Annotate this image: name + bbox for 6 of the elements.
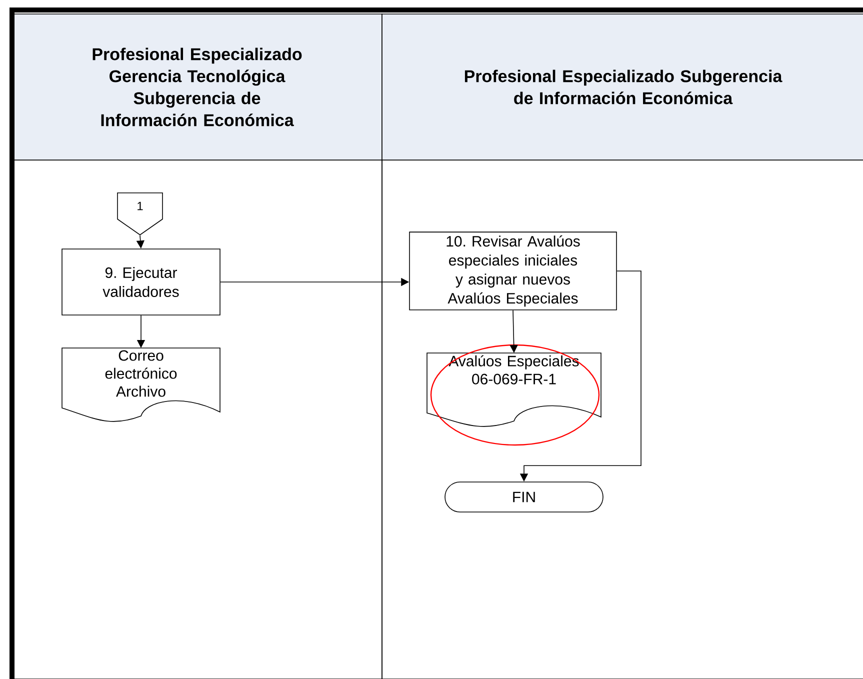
process-box: 10. Revisar Avalúos especiales iniciales y asignar nuevos Avalúos Especiales bbox=[409, 232, 617, 310]
off-page-connector: 1 bbox=[117, 192, 163, 236]
terminator: FIN bbox=[444, 482, 604, 512]
lane-header: Profesional Especializado Subgerencia de Información Económica bbox=[382, 14, 863, 160]
lane-header: Profesional Especializado Gerencia Tecnológica Subgerencia de Información Económica bbox=[12, 14, 382, 160]
process-box: 9. Ejecutar validadores bbox=[62, 248, 220, 316]
